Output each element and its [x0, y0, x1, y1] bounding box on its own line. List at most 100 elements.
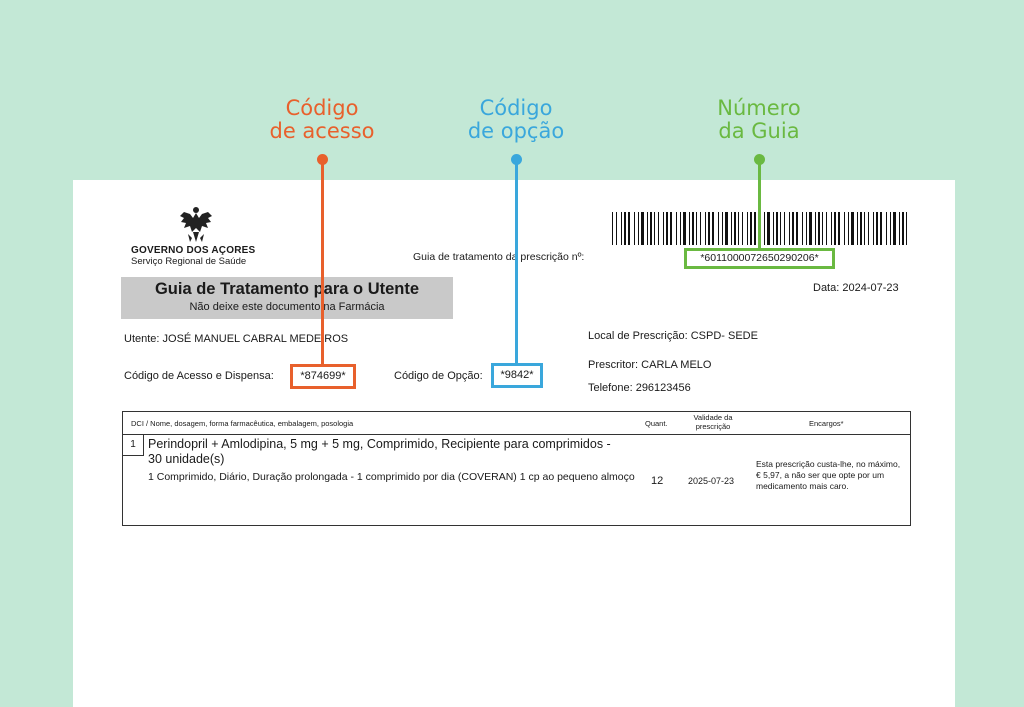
barcode-bar: [634, 212, 635, 245]
health-service-subtitle: Serviço Regional de Saúde: [131, 256, 247, 267]
access-callout-line1: Código: [285, 96, 359, 120]
government-title: GOVERNO DOS AÇORES: [131, 245, 256, 256]
option-callout-line: [515, 160, 518, 365]
barcode-bar: [722, 212, 723, 245]
barcode-bar: [780, 212, 781, 245]
barcode-bar: [831, 212, 832, 245]
prescription-location: Local de Prescrição: CSPD- SEDE: [588, 330, 758, 342]
barcode-bar: [796, 212, 798, 245]
option-callout-dot: [511, 154, 522, 165]
barcode-bar: [844, 212, 845, 245]
row-number: 1: [123, 435, 144, 456]
barcode-bar: [742, 212, 743, 245]
drug-description: Perindopril + Amlodipina, 5 mg + 5 mg, C…: [148, 437, 611, 466]
barcode-bar: [848, 212, 849, 245]
barcode-bar: [718, 212, 719, 245]
barcode-bar: [754, 212, 756, 245]
barcode-bar: [628, 212, 630, 245]
access-code-label: Código de Acesso e Dispensa:: [124, 370, 274, 382]
barcode-bar: [692, 212, 694, 245]
document-title-box: Guia de Tratamento para o Utente Não dei…: [121, 277, 453, 319]
barcode-bar: [815, 212, 816, 245]
barcode-bar: [647, 212, 648, 245]
barcode-bar: [767, 212, 770, 245]
barcode-bar: [906, 212, 907, 245]
barcode-bar: [638, 212, 639, 245]
barcode-bar: [880, 212, 882, 245]
barcode-bar: [792, 212, 794, 245]
barcode-bar: [683, 212, 686, 245]
header-validity-line1: Validade da: [693, 413, 733, 422]
guide-number-value: *6011000072650290206*: [684, 248, 835, 269]
document-title: Guia de Tratamento para o Utente: [154, 280, 420, 298]
barcode-bar: [624, 212, 626, 245]
barcode-bar: [650, 212, 652, 245]
barcode-bar: [868, 212, 869, 245]
access-callout-line2: de acesso: [269, 119, 375, 143]
barcode-bar: [873, 212, 874, 245]
guide-number-callout: Número da Guia: [689, 97, 829, 143]
drug-validity: 2025-07-23: [688, 476, 735, 486]
barcode-bar: [612, 212, 613, 245]
document-subtitle: Não deixe este documento na Farmácia: [189, 301, 385, 313]
barcode-bar: [802, 212, 803, 245]
barcode-bar: [708, 212, 710, 245]
barcode-bar: [738, 212, 739, 245]
barcode-bar: [616, 212, 617, 245]
guide-number-label: Guia de tratamento da prescrição nº:: [413, 251, 585, 263]
barcode-bar: [747, 212, 748, 245]
barcode-bar: [809, 212, 812, 245]
barcode-bar: [676, 212, 677, 245]
barcode-bar: [696, 212, 697, 245]
option-code-label: Código de Opção:: [394, 370, 483, 382]
barcode-bar: [712, 212, 714, 245]
eagle-crest-icon: [180, 207, 212, 242]
access-callout-dot: [317, 154, 328, 165]
access-code-callout: Código de acesso: [252, 97, 392, 143]
option-code-value: *9842*: [491, 363, 543, 388]
barcode-bar: [658, 212, 659, 245]
barcode-bar: [876, 212, 878, 245]
barcode-bar: [893, 212, 896, 245]
guide-callout-line2: da Guia: [718, 119, 800, 143]
barcode-bar: [864, 212, 865, 245]
header-validity-line2: prescrição: [695, 422, 731, 431]
access-callout-line: [321, 160, 324, 366]
barcode-bar: [773, 212, 774, 245]
barcode-bar: [822, 212, 823, 245]
header-divider: [123, 434, 910, 435]
guide-callout-line: [758, 160, 761, 250]
barcode-bar: [834, 212, 836, 245]
header-dci: DCI / Nome, dosagem, forma farmacêutica,…: [131, 419, 354, 428]
barcode-bar: [818, 212, 820, 245]
barcode-bar: [784, 212, 785, 245]
header-quantity: Quant.: [645, 419, 668, 428]
barcode-bar: [689, 212, 690, 245]
drug-posology: 1 Comprimido, Diário, Duração prolongada…: [148, 471, 635, 483]
option-code-callout: Código de opção: [446, 97, 586, 143]
barcode-bar: [621, 212, 622, 245]
barcode-bar: [899, 212, 900, 245]
barcode-bar: [654, 212, 655, 245]
prescriber-name: Prescritor: CARLA MELO: [588, 359, 712, 371]
barcode-bar: [838, 212, 840, 245]
option-callout-line2: de opção: [467, 119, 565, 143]
barcode-bar: [750, 212, 752, 245]
barcode-bar: [776, 212, 778, 245]
barcode-bar: [670, 212, 672, 245]
barcode-bar: [857, 212, 858, 245]
barcode-bar: [826, 212, 827, 245]
guide-callout-dot: [754, 154, 765, 165]
medication-table: DCI / Nome, dosagem, forma farmacêutica,…: [122, 411, 911, 526]
barcode-bar: [806, 212, 807, 245]
barcode-bar: [890, 212, 891, 245]
barcode-bar: [851, 212, 854, 245]
prescriber-phone: Telefone: 296123456: [588, 382, 691, 394]
patient-name: Utente: JOSÉ MANUEL CABRAL MEDEIROS: [124, 333, 349, 345]
barcode-bar: [663, 212, 664, 245]
barcode-bar: [731, 212, 732, 245]
barcode-bar: [641, 212, 644, 245]
barcode-bar: [734, 212, 736, 245]
barcode-bar: [902, 212, 904, 245]
barcode-bar: [764, 212, 765, 245]
